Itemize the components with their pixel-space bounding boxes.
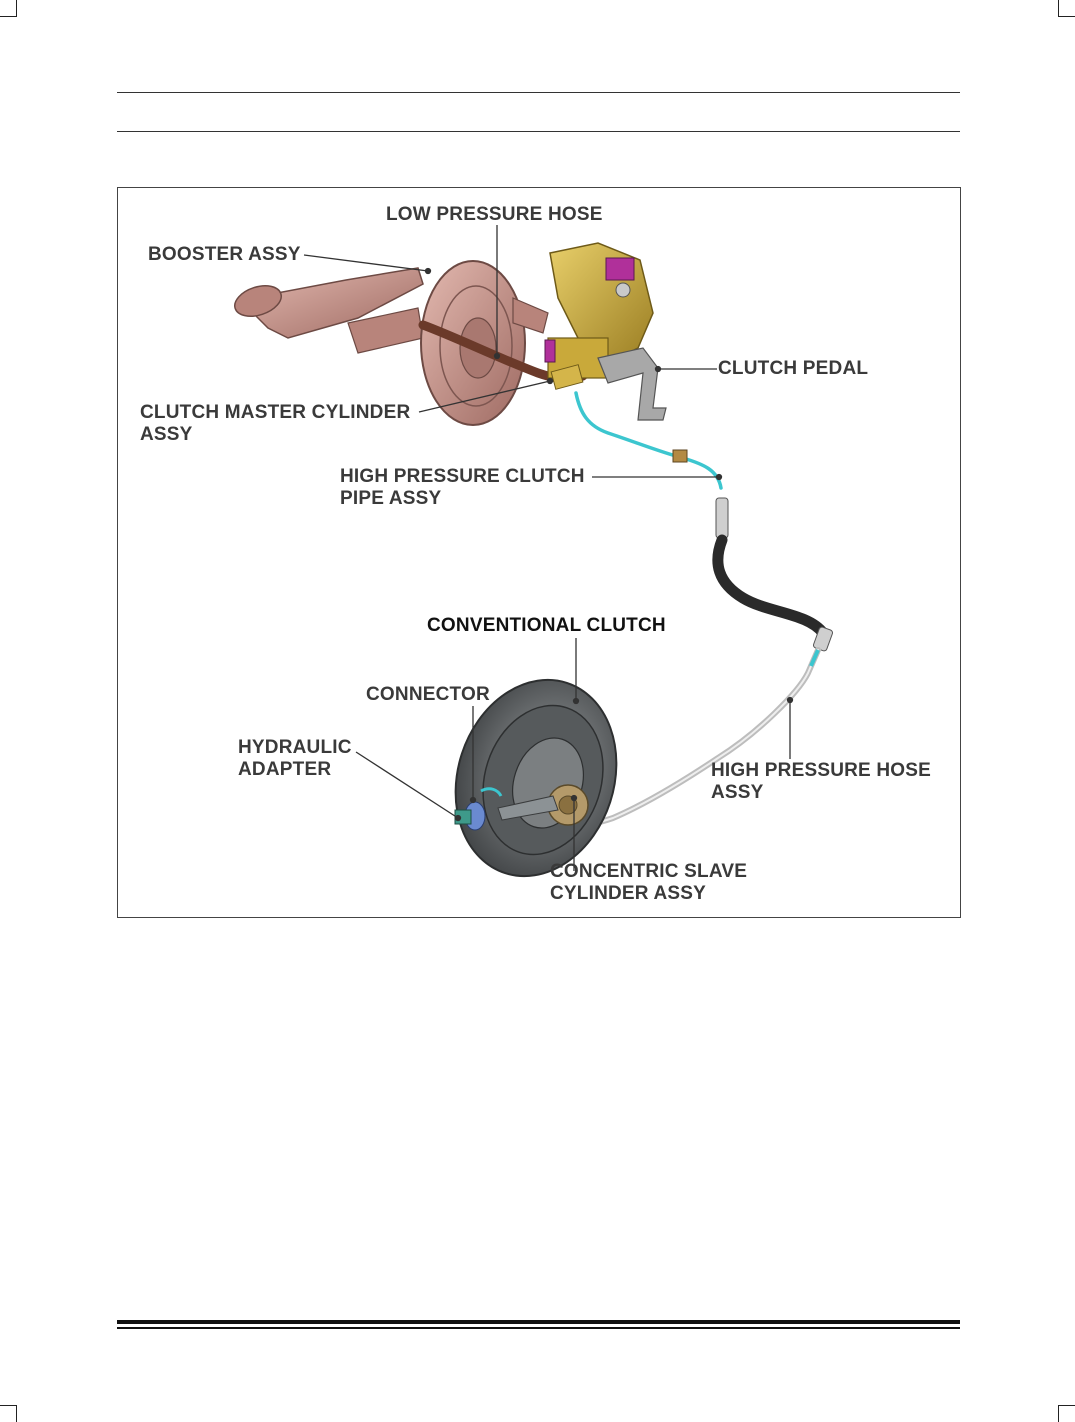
leader-dot-conventional-clutch xyxy=(572,697,580,705)
footer-rule-thin xyxy=(117,1327,960,1329)
header-rule-top xyxy=(117,92,960,93)
clutch-system-illustration xyxy=(234,225,833,878)
label-concentric-slave-cylinder-assy: CONCENTRIC SLAVE CYLINDER ASSY xyxy=(550,861,747,905)
clutch-system-figure: LOW PRESSURE HOSE BOOSTER ASSY CLUTCH PE… xyxy=(117,187,961,918)
crop-mark-top-left xyxy=(0,0,17,17)
label-connector: CONNECTOR xyxy=(366,684,490,705)
leader-booster-assy xyxy=(303,254,429,272)
leader-dot-high-pressure-hose-assy xyxy=(786,696,794,704)
label-booster-assy: BOOSTER ASSY xyxy=(148,244,301,265)
hose-fitting-upper-graphic xyxy=(715,497,729,539)
leader-dot-hydraulic-adapter xyxy=(454,814,462,822)
pipe-clip-graphic xyxy=(672,449,688,463)
crop-mark-top-right xyxy=(1058,0,1075,17)
label-concentric-slave-cylinder-line2: CYLINDER ASSY xyxy=(550,883,707,904)
leader-hydraulic-adapter xyxy=(355,751,459,819)
label-concentric-slave-cylinder-line1: CONCENTRIC SLAVE xyxy=(550,861,748,882)
label-clutch-master-cylinder-line2: ASSY xyxy=(140,424,193,445)
label-clutch-pedal: CLUTCH PEDAL xyxy=(718,358,869,379)
label-conventional-clutch: CONVENTIONAL CLUTCH xyxy=(427,615,666,636)
leader-dot-connector xyxy=(469,796,477,804)
crop-mark-bottom-right xyxy=(1058,1405,1075,1422)
label-clutch-master-cylinder-assy: CLUTCH MASTER CYLINDER ASSY xyxy=(140,402,410,446)
label-high-pressure-hose-assy: HIGH PRESSURE HOSE ASSY xyxy=(711,760,931,804)
leader-dot-clutch-master-cylinder xyxy=(546,377,554,385)
label-low-pressure-hose: LOW PRESSURE HOSE xyxy=(386,204,603,225)
pipe-cyan-tip-graphic xyxy=(809,649,820,667)
label-hydraulic-adapter-line2: ADAPTER xyxy=(238,759,332,780)
label-high-pressure-clutch-pipe-line2: PIPE ASSY xyxy=(340,488,442,509)
booster-assy-graphic xyxy=(234,260,549,426)
label-high-pressure-hose-line2: ASSY xyxy=(711,782,764,803)
high-pressure-clutch-pipe-graphic xyxy=(574,391,723,490)
leader-dot-clutch-pedal xyxy=(654,365,662,373)
high-pressure-hose-graphic xyxy=(712,534,829,639)
footer-rule-thick xyxy=(117,1320,960,1324)
leader-dot-low-pressure-hose xyxy=(493,352,501,360)
leader-dot-high-pressure-clutch-pipe xyxy=(715,473,723,481)
leader-lines xyxy=(303,225,794,871)
leader-clutch-master-cylinder xyxy=(418,380,551,413)
label-high-pressure-clutch-pipe-assy: HIGH PRESSURE CLUTCH PIPE ASSY xyxy=(340,466,585,510)
header-rule-bottom xyxy=(117,131,960,132)
label-hydraulic-adapter-line1: HYDRAULIC xyxy=(238,737,352,758)
clutch-pedal-graphic xyxy=(544,242,667,421)
label-high-pressure-hose-line1: HIGH PRESSURE HOSE xyxy=(711,760,932,781)
leader-dot-concentric-slave-cylinder xyxy=(570,794,578,802)
crop-mark-bottom-left xyxy=(0,1405,17,1422)
label-high-pressure-clutch-pipe-line1: HIGH PRESSURE CLUTCH xyxy=(340,466,585,487)
conventional-clutch-graphic xyxy=(454,678,618,878)
leader-dot-booster-assy xyxy=(424,267,432,275)
label-clutch-master-cylinder-line1: CLUTCH MASTER CYLINDER xyxy=(140,402,411,423)
label-hydraulic-adapter: HYDRAULIC ADAPTER xyxy=(238,737,352,781)
